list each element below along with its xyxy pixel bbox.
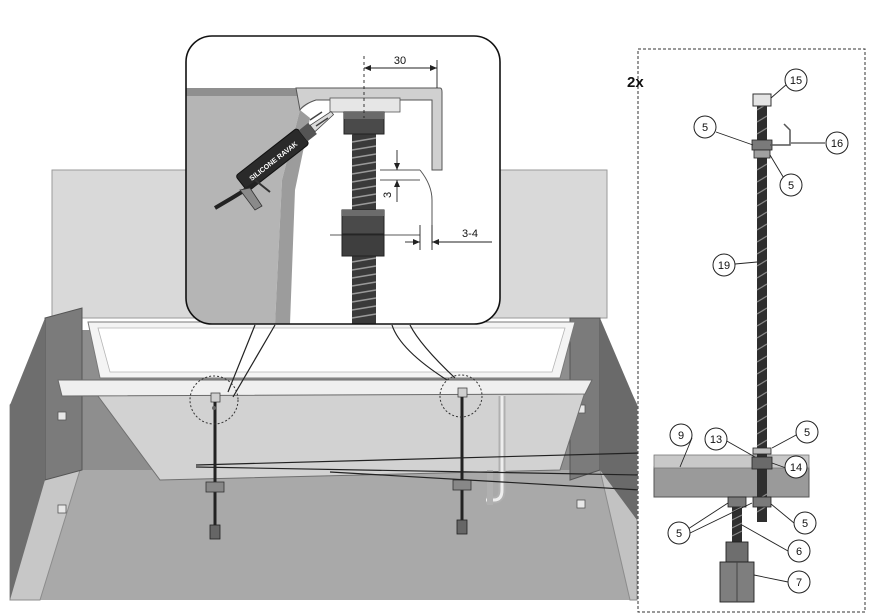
- threaded-rod-19: [757, 102, 767, 522]
- svg-text:16: 16: [831, 138, 843, 150]
- svg-text:15: 15: [790, 75, 802, 87]
- svg-text:7: 7: [796, 577, 802, 589]
- upper-nut: [751, 139, 773, 151]
- dimension-height-label: 3: [382, 192, 394, 198]
- foot-upper: [725, 541, 749, 563]
- svg-text:5: 5: [802, 518, 808, 530]
- detail-view-border: [185, 35, 501, 325]
- detail-leader-lines: [227, 324, 456, 398]
- svg-text:6: 6: [796, 546, 802, 558]
- svg-text:14: 14: [790, 462, 802, 474]
- top-cap: [752, 93, 772, 107]
- callout-5-mid: 5: [779, 173, 803, 197]
- kit-leader-lines: [195, 452, 641, 491]
- callout-19: 19: [712, 253, 736, 277]
- callout-7: 7: [787, 570, 811, 594]
- svg-text:13: 13: [710, 434, 722, 446]
- svg-text:5: 5: [676, 528, 682, 540]
- callout-13: 13: [704, 427, 728, 451]
- svg-text:5: 5: [702, 122, 708, 134]
- callout-6: 6: [787, 539, 811, 563]
- lower-nut-left: [727, 496, 747, 508]
- callout-leaders: [679, 83, 825, 583]
- callout-9: 9: [669, 423, 693, 447]
- quantity-label: 2x: [627, 74, 644, 91]
- callout-5-left: 5: [667, 521, 691, 545]
- dimension-gap-label: 3-4: [462, 228, 478, 240]
- callout-5-frame: 5: [795, 420, 819, 444]
- svg-text:5: 5: [788, 180, 794, 192]
- left-detail-marker: [189, 375, 239, 425]
- detail-view: 30 3 3-4 SILICONE RA: [185, 35, 501, 325]
- caulking-gun-icon: [213, 111, 329, 211]
- svg-text:9: 9: [678, 430, 684, 442]
- frame-nut: [751, 456, 773, 470]
- right-detail-marker: [439, 374, 483, 418]
- foot-rod: [732, 507, 742, 542]
- callout-16: 16: [825, 131, 849, 155]
- kit-panel: 2x: [627, 48, 866, 613]
- lower-nut-right: [752, 496, 772, 508]
- hook: [770, 123, 791, 146]
- svg-text:5: 5: [804, 427, 810, 439]
- dimension-width-label: 30: [394, 55, 406, 67]
- frame-washer: [752, 447, 772, 455]
- left-support-rod: [205, 392, 225, 540]
- callout-15: 15: [784, 68, 808, 92]
- callout-14: 14: [784, 455, 808, 479]
- callout-5-top: 5: [693, 115, 717, 139]
- frame-bar: [653, 466, 810, 498]
- callout-5-right: 5: [793, 511, 817, 535]
- svg-text:19: 19: [718, 260, 730, 272]
